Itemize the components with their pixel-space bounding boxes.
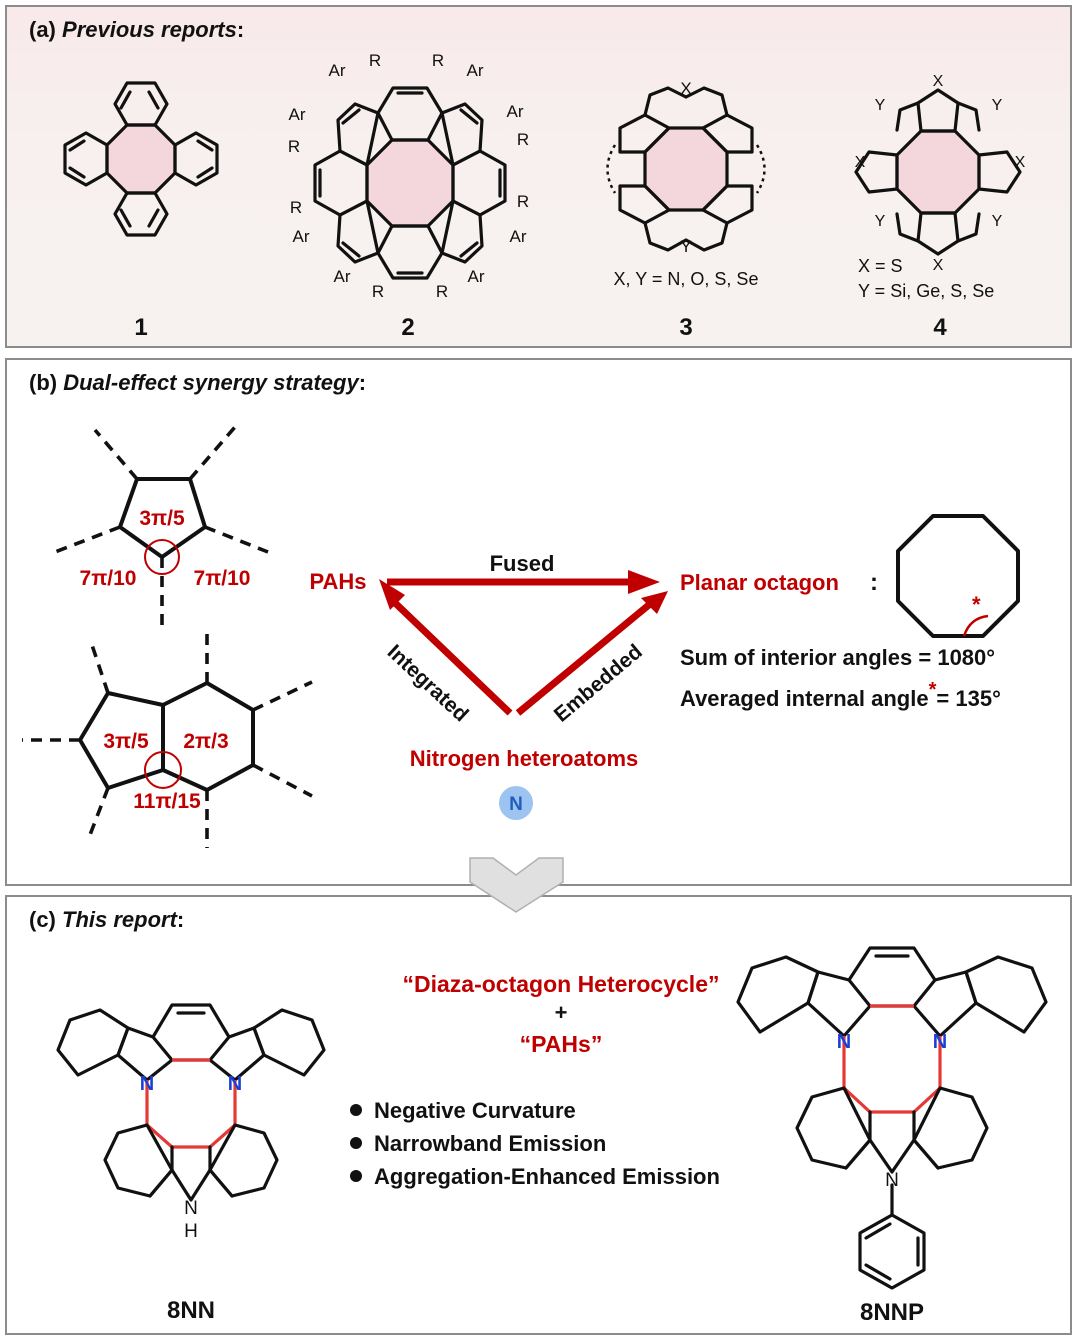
svg-text:Ar: Ar <box>293 227 310 246</box>
svg-text:R: R <box>517 130 529 149</box>
svg-text:X: X <box>933 73 944 90</box>
svg-text:R: R <box>517 192 529 211</box>
svg-text:Ar: Ar <box>329 61 346 80</box>
fused-label: Fused <box>490 551 555 576</box>
svg-text:Ar: Ar <box>510 227 527 246</box>
svg-text:Y: Y <box>992 213 1003 230</box>
molecule-8nnp-name: 8NNP <box>860 1299 924 1326</box>
compound-1-structure <box>63 81 219 237</box>
svg-text:R: R <box>436 282 448 301</box>
panel-c-title: (c) This report: <box>29 907 185 932</box>
8nn-nh-nitrogen: N <box>184 1198 198 1219</box>
panel-b-title: (b) Dual-effect synergy strategy: <box>29 370 367 395</box>
svg-text:*: * <box>972 592 981 617</box>
feature-bullets <box>350 1104 362 1182</box>
embedded-label: Embedded <box>550 640 647 727</box>
pentagon-right-angle: 7π/10 <box>194 567 251 590</box>
fused-ring-angle-diagram <box>22 628 313 848</box>
compound-2-structure <box>313 86 507 280</box>
svg-text:X: X <box>933 257 944 274</box>
fused-bottom-angle: 11π/15 <box>133 790 201 813</box>
octagon-shape: * <box>896 514 1020 638</box>
pahs-quote: “PAHs” <box>520 1031 603 1057</box>
svg-text:Y: Y <box>992 97 1003 114</box>
svg-text:Ar: Ar <box>468 267 485 286</box>
compound-3-note: X, Y = N, O, S, Se <box>614 269 759 289</box>
integrated-label: Integrated <box>383 640 473 726</box>
8nn-nitrogen-left: N <box>140 1073 154 1095</box>
svg-text:Ar: Ar <box>334 267 351 286</box>
compound-4-note-y: Y = Si, Ge, S, Se <box>858 281 994 301</box>
compound-3-number: 3 <box>679 314 692 341</box>
nitrogen-badge <box>499 786 533 820</box>
8nn-nitrogen-right: N <box>228 1073 242 1095</box>
compound-3-structure <box>606 86 766 252</box>
svg-text:R: R <box>290 198 302 217</box>
strategy-arrows <box>379 570 668 716</box>
pahs-label: PAHs <box>309 569 366 594</box>
svg-text:R: R <box>288 137 300 156</box>
down-chevron-icon <box>469 857 564 913</box>
svg-text:Y: Y <box>875 213 886 230</box>
svg-text:R: R <box>369 51 381 70</box>
molecule-8nn-structure <box>56 1003 326 1202</box>
molecule-8nnp-structure <box>736 946 1048 1290</box>
planar-octagon-label: Planar octagon <box>680 570 839 595</box>
compound-4-note-x: X = S <box>858 256 903 276</box>
compound-4-structure <box>854 88 1022 256</box>
pentagon-angle-diagram <box>54 425 269 625</box>
fused-hexagon-angle: 2π/3 <box>183 730 228 753</box>
panel-a-title: (a) Previous reports: <box>29 17 245 42</box>
svg-text:R: R <box>432 51 444 70</box>
molecule-8nn-name: 8NN <box>167 1297 215 1324</box>
8nnp-nitrogen-right: N <box>933 1031 947 1053</box>
svg-text:X: X <box>855 154 866 171</box>
svg-text:Ar: Ar <box>289 105 306 124</box>
pentagon-left-angle: 7π/10 <box>80 567 137 590</box>
bullet-narrowband-emission: Narrowband Emission <box>374 1131 606 1156</box>
diaza-octagon-quote: “Diaza-octagon Heterocycle” <box>403 971 720 997</box>
compound-1-number: 1 <box>134 314 147 341</box>
svg-text:Ar: Ar <box>467 61 484 80</box>
bullet-aggregation-enhanced-emission: Aggregation-Enhanced Emission <box>374 1164 720 1189</box>
sum-interior-angles: Sum of interior angles = 1080° <box>680 645 995 670</box>
plus-sign: + <box>555 1000 568 1025</box>
planar-octagon-colon: : <box>870 569 878 596</box>
8nnp-phenyl-nitrogen: N <box>885 1170 899 1191</box>
fused-pentagon-angle: 3π/5 <box>103 730 149 753</box>
compound-4-number: 4 <box>933 314 947 341</box>
svg-text:X: X <box>1015 154 1026 171</box>
svg-text:Ar: Ar <box>507 102 524 121</box>
nitrogen-heteroatoms-label: Nitrogen heteroatoms <box>410 746 639 771</box>
pentagon-inner-angle: 3π/5 <box>139 507 185 530</box>
compound-3-x-atom: X <box>680 79 691 98</box>
bullet-negative-curvature: Negative Curvature <box>374 1098 576 1123</box>
svg-text:R: R <box>372 282 384 301</box>
compound-3-y-atom: Y <box>680 237 691 256</box>
compound-2-number: 2 <box>401 314 414 341</box>
nitrogen-badge-letter: N <box>509 794 523 815</box>
compound-4-atoms: X X X X Y Y Y Y <box>855 73 1026 274</box>
svg-text:Y: Y <box>875 97 886 114</box>
compound-2-substituents: Ar R R Ar Ar Ar R R R R Ar Ar Ar R R Ar <box>288 51 529 301</box>
panel-dual-effect-strategy: (b) Dual-effect synergy strategy: <box>5 358 1072 886</box>
averaged-angle-text: Averaged internal angle*= 135° <box>680 679 1001 711</box>
8nn-nh-hydrogen: H <box>184 1221 198 1242</box>
8nnp-nitrogen-left: N <box>837 1031 851 1053</box>
